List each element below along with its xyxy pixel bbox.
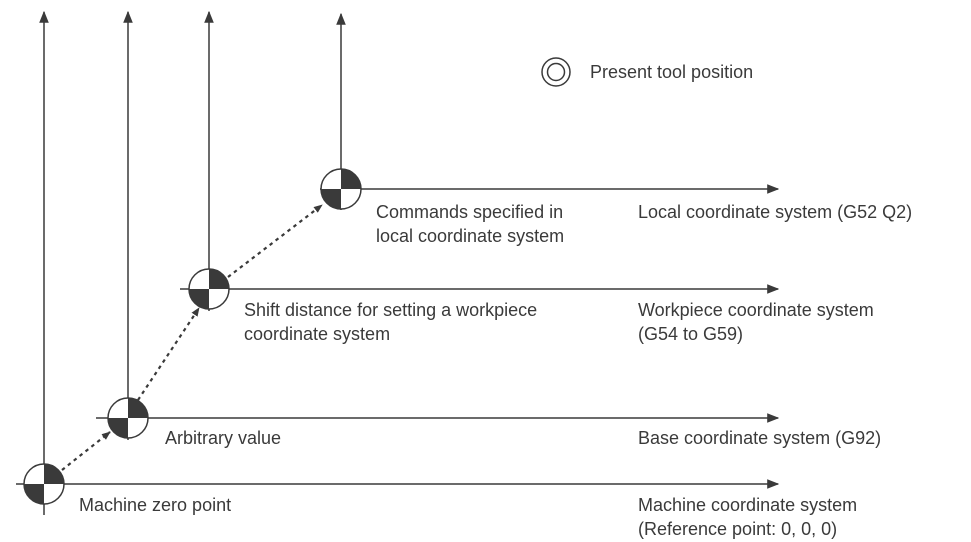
- label-local-system: Local coordinate system (G52 Q2): [638, 202, 913, 222]
- shift-arrow-machine-to-base: [61, 431, 111, 471]
- label-workpiece-system-line1: Workpiece coordinate system: [638, 300, 874, 320]
- label-commands-line2: local coordinate system: [376, 226, 565, 246]
- label-arbitrary-value: Arbitrary value: [165, 428, 282, 448]
- present-tool-position-icon: [541, 57, 571, 87]
- base-origin-symbol: [107, 397, 149, 439]
- label-shift-line2: coordinate system: [244, 324, 391, 344]
- label-machine-system-line1: Machine coordinate system: [638, 495, 858, 515]
- machine-zero-origin-symbol: [23, 463, 65, 505]
- label-shift-line1: Shift distance for setting a workpiece: [244, 300, 538, 320]
- shift-arrow-base-to-workpiece: [137, 307, 200, 401]
- label-commands-line1: Commands specified in: [376, 202, 564, 222]
- legend-present-tool-position: Present tool position: [590, 62, 754, 82]
- local-origin-symbol: [320, 168, 362, 210]
- label-workpiece-system-line2: (G54 to G59): [638, 324, 744, 344]
- label-machine-system-line2: (Reference point: 0, 0, 0): [638, 519, 838, 539]
- workpiece-origin-symbol: [188, 268, 230, 310]
- label-base-system: Base coordinate system (G92): [638, 428, 882, 448]
- label-machine-zero-point: Machine zero point: [79, 495, 232, 515]
- shift-arrow-workpiece-to-local: [227, 204, 323, 278]
